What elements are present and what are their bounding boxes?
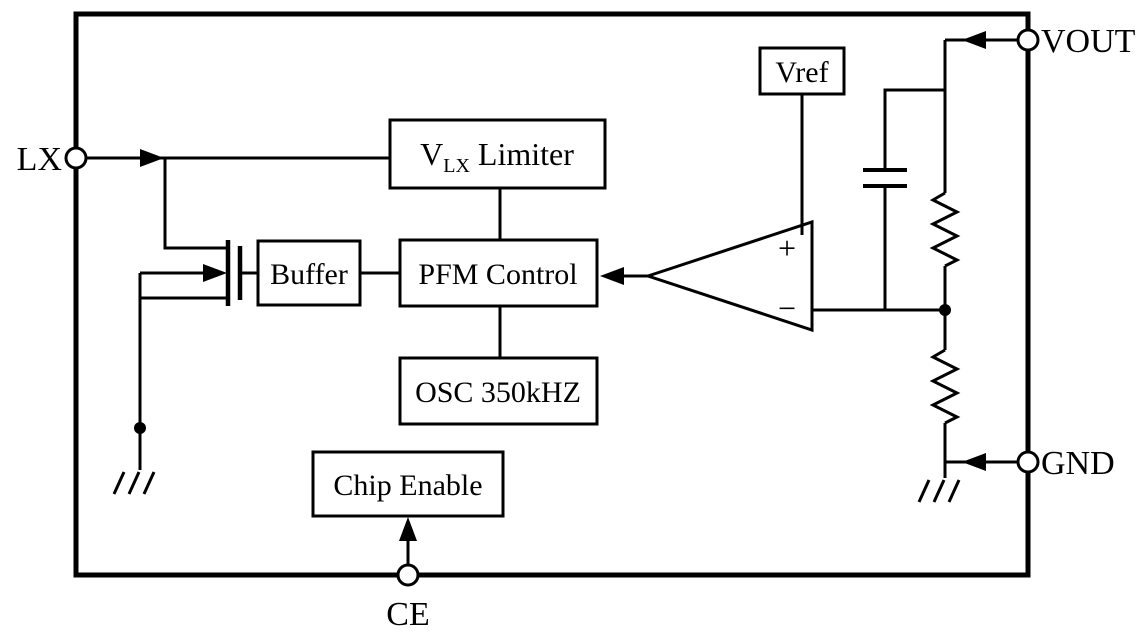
- ce-terminal: [396, 563, 420, 587]
- vlx-limiter-box: [388, 118, 607, 190]
- pfm-control-block: PFM Control: [398, 238, 599, 308]
- ground-symbol-right: [917, 479, 961, 503]
- source-junction-dot: [134, 422, 146, 434]
- output-capacitor: [863, 168, 907, 188]
- chip-enable-label: Chip Enable: [333, 469, 482, 502]
- gnd-terminal: [1016, 450, 1040, 474]
- ce-arrow-icon: [399, 517, 417, 541]
- osc-box: [398, 356, 599, 426]
- lx-terminal: [64, 146, 88, 170]
- vout-pin-label: VOUT: [1041, 23, 1136, 60]
- capacitor-wire: [883, 88, 945, 310]
- pfm-control-label: PFM Control: [418, 258, 577, 291]
- lx-arrow-icon: [140, 149, 164, 167]
- lx-pin-label: LX: [17, 141, 62, 178]
- comparator-output-arrow-icon: [600, 267, 624, 285]
- vref-label: Vref: [775, 56, 828, 89]
- osc-block: OSC 350kHZ: [398, 356, 599, 426]
- gnd-arrow-icon: [962, 453, 986, 471]
- chip-enable-block: Chip Enable: [311, 450, 505, 518]
- buffer-box: [256, 239, 362, 307]
- vref-block: Vref: [758, 46, 846, 96]
- ground-symbol-left: [112, 471, 156, 495]
- chip-enable-box: [311, 450, 505, 518]
- vout-terminal: [1016, 28, 1040, 52]
- feedback-resistor-top: [929, 191, 961, 268]
- buffer-block: Buffer: [256, 239, 362, 307]
- feedback-resistor-bottom: [929, 348, 961, 425]
- mosfet: [203, 240, 243, 306]
- buffer-label: Buffer: [270, 258, 348, 291]
- pfm-control-box: [398, 238, 599, 308]
- comparator: [643, 219, 814, 333]
- vout-arrow-icon: [962, 31, 986, 49]
- comparator-minus-label: −: [778, 290, 796, 326]
- ce-pin-label: CE: [386, 596, 429, 633]
- feedback-junction-dot: [939, 304, 951, 316]
- mosfet-body-arrow-icon: [203, 264, 227, 282]
- mosfet-drain-wire: [163, 158, 228, 250]
- comparator-plus-label: +: [778, 230, 796, 266]
- vref-box: [758, 46, 846, 96]
- osc-label: OSC 350kHZ: [415, 376, 581, 409]
- gnd-pin-label: GND: [1041, 445, 1115, 482]
